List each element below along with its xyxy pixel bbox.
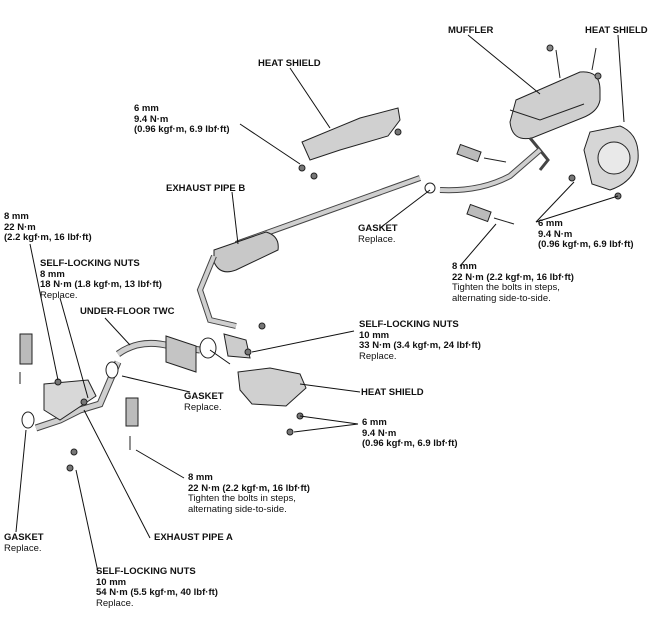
heat-shield-rear-part bbox=[568, 125, 639, 200]
heat-shield-upper-part bbox=[298, 107, 402, 180]
leader-lines bbox=[15, 34, 625, 573]
torque-pipe-a-8mm-label: 8 mm 22 N·m (2.2 kgf·m, 16 lbf·ft) Tight… bbox=[188, 472, 310, 515]
torque-muffler-8mm-label: 8 mm 22 N·m (2.2 kgf·m, 16 lbf·ft) Tight… bbox=[452, 261, 574, 304]
gasket-center-label: GASKET Replace. bbox=[358, 223, 398, 245]
exhaust-pipe-b-label: EXHAUST PIPE B bbox=[166, 183, 246, 194]
gasket-front-label: GASKET Replace. bbox=[4, 532, 44, 554]
gasket-twc-label: GASKET Replace. bbox=[184, 391, 224, 413]
under-floor-twc-part bbox=[115, 322, 266, 373]
exhaust-pipe-a-label: EXHAUST PIPE A bbox=[154, 532, 233, 543]
exhaust-pipe-a-part bbox=[19, 333, 139, 472]
heat-shield-upper-label: HEAT SHIELD bbox=[258, 58, 321, 69]
heat-shield-lower-label: HEAT SHIELD bbox=[361, 387, 424, 398]
self-locking-nuts-10mm-right-label: SELF-LOCKING NUTS 10 mm 33 N·m (3.4 kgf·… bbox=[359, 319, 481, 362]
under-floor-twc-label: UNDER-FLOOR TWC bbox=[80, 306, 175, 317]
muffler-label: MUFFLER bbox=[448, 25, 494, 36]
torque-upper-shield-label: 6 mm 9.4 N·m (0.96 kgf·m, 6.9 lbf·ft) bbox=[134, 103, 230, 135]
self-locking-nuts-10mm-bottom-label: SELF-LOCKING NUTS 10 mm 54 N·m (5.5 kgf·… bbox=[96, 566, 218, 609]
heat-shield-rear-label: HEAT SHIELD bbox=[585, 25, 648, 36]
heat-shield-lower-part bbox=[237, 367, 307, 436]
muffler-part bbox=[509, 44, 602, 171]
exhaust-pipe-b-part bbox=[196, 147, 542, 329]
torque-lower-shield-label: 6 mm 9.4 N·m (0.96 kgf·m, 6.9 lbf·ft) bbox=[362, 417, 458, 449]
self-locking-nuts-8mm-label: SELF-LOCKING NUTS 8 mm 18 N·m (1.8 kgf·m… bbox=[40, 258, 162, 301]
torque-muffler-6mm-label: 6 mm 9.4 N·m (0.96 kgf·m, 6.9 lbf·ft) bbox=[538, 218, 634, 250]
muffler-joint-springs bbox=[456, 143, 515, 225]
torque-left-8mm-label: 8 mm 22 N·m (2.2 kgf·m, 16 lbf·ft) bbox=[4, 211, 92, 243]
